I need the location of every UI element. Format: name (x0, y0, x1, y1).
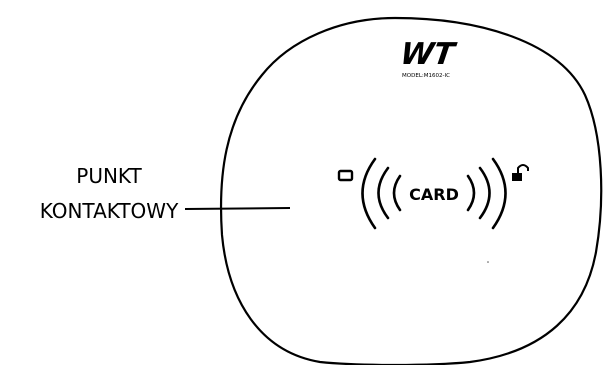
brand-logo: WT (398, 37, 459, 72)
unlock-padlock-icon (512, 164, 529, 181)
contact-point-label-line1: PUNKT (76, 164, 142, 188)
contact-point-label-line2: KONTAKTOWY (39, 199, 179, 223)
card-label: CARD (409, 185, 459, 204)
model-number: MODEL:M1602-IC (402, 73, 450, 79)
rfid-waves-left-icon (361, 157, 402, 230)
callout-leader-line (184, 207, 291, 210)
rfid-waves-right-icon (466, 157, 507, 230)
surface-dot (487, 261, 489, 263)
contact-point-label: PUNKT KONTAKTOWY (0, 159, 218, 229)
card-icon (337, 169, 354, 182)
